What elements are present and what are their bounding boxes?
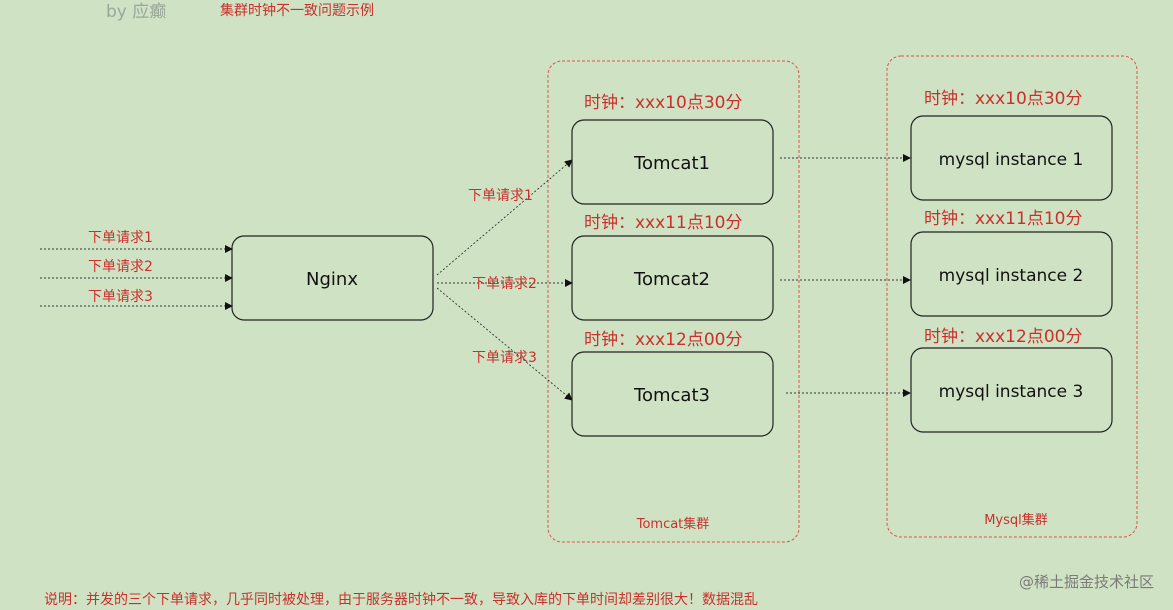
diagram-title: 集群时钟不一致问题示例 [220,2,374,19]
incoming-request-label-2: 下单请求2 [88,259,153,275]
tomcat-cluster-group [547,60,800,543]
explanation-note: 说明：并发的三个下单请求，几乎同时被处理，由于服务器时钟不一致，导致入库的下单时… [44,591,758,608]
nginx-to-tomcat3-arrow [436,287,573,401]
author-credit: by 应癫 [106,2,166,22]
tomcat2-label: Tomcat2 [633,269,710,290]
forward-request-label-1: 下单请求1 [468,188,533,204]
mysql3-clock: 时钟：xxx12点00分 [924,327,1082,347]
nginx-label: Nginx [306,269,358,290]
mysql2-label: mysql instance 2 [939,266,1084,286]
mysql1-label: mysql instance 1 [939,150,1084,170]
tomcat1-node [571,119,774,205]
forward-request-label-2: 下单请求2 [472,276,537,292]
nginx-node [231,235,434,321]
tomcat2-node [571,235,774,321]
mysql1-clock: 时钟：xxx10点30分 [924,89,1082,109]
mysql2-node [910,231,1113,317]
mysql2-clock: 时钟：xxx11点10分 [924,209,1082,229]
tomcat1-label: Tomcat1 [633,153,710,174]
incoming-request-label-1: 下单请求1 [88,230,153,246]
tomcat3-label: Tomcat3 [633,385,710,406]
nginx-to-tomcat1-arrow [436,159,573,276]
mysql3-node [910,347,1113,433]
watermark: @稀土掘金技术社区 [1019,573,1154,591]
forward-request-label-3: 下单请求3 [472,350,537,366]
mysql3-label: mysql instance 3 [939,382,1084,402]
tomcat1-clock: 时钟：xxx10点30分 [584,93,742,113]
incoming-request-label-3: 下单请求3 [88,289,153,305]
mysql-cluster-group [886,55,1138,538]
tomcat2-clock: 时钟：xxx11点10分 [584,213,742,233]
tomcat3-clock: 时钟：xxx12点00分 [584,330,742,350]
tomcat3-node [571,351,774,437]
mysql1-node [910,115,1113,201]
mysql-cluster-label: Mysql集群 [984,512,1048,528]
tomcat-cluster-label: Tomcat集群 [636,516,710,532]
